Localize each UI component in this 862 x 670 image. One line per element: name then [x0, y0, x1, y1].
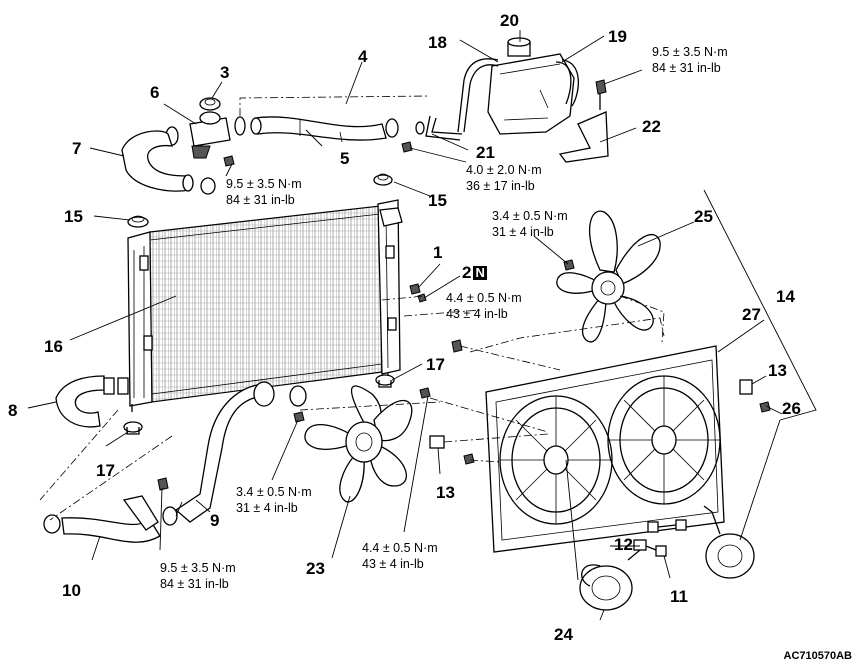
new-part-badge: N — [473, 265, 487, 280]
part-number-23: 23 — [306, 559, 325, 578]
figure-code: AC710570AB — [783, 650, 852, 662]
reserve-tank — [487, 37, 575, 135]
torque-spec: 9.5 ± 3.5 N·m 84 ± 31 in-lb — [160, 561, 236, 591]
torque-spec: 3.4 ± 0.5 N·m 31 ± 4 in-lb — [236, 485, 312, 515]
torque-spec: 4.4 ± 0.5 N·m 43 ± 4 in-lb — [446, 291, 522, 321]
radiator — [127, 199, 403, 412]
part-number-15-left: 15 — [64, 207, 83, 226]
part-number-24: 24 — [554, 625, 573, 644]
part-number-20: 20 — [500, 11, 519, 30]
bolt — [401, 141, 413, 153]
hose-clamp — [200, 177, 216, 195]
connector — [627, 519, 687, 561]
radiator-fan — [556, 210, 661, 343]
torque-spec: 9.5 ± 3.5 N·m 84 ± 31 in-lb — [652, 45, 728, 75]
torque-spec: 4.0 ± 2.0 N·m 36 ± 17 in-lb — [466, 163, 542, 193]
hose-clamp — [162, 385, 307, 526]
part-number-13-left: 13 — [436, 483, 455, 502]
radiator-lower-hose-long — [174, 381, 275, 523]
part-number-19: 19 — [608, 27, 627, 46]
part-number-12: 12 — [614, 535, 633, 554]
lower-cushion-left — [123, 421, 143, 435]
hose-clamp — [234, 116, 399, 138]
radiator-fan-motor — [703, 505, 755, 579]
part-number-6: 6 — [150, 83, 160, 102]
part-number-26: 26 — [782, 399, 801, 418]
part-number-27: 27 — [742, 305, 761, 324]
radiator-lower-hose — [55, 375, 129, 428]
part-number-10: 10 — [62, 581, 81, 600]
part-number-17-right: 17 — [426, 355, 445, 374]
part-number-13-right: 13 — [768, 361, 787, 380]
water-hose — [121, 130, 194, 192]
bolt — [157, 477, 169, 491]
reserve-tank-hose — [555, 59, 580, 107]
part-number-22: 22 — [642, 117, 661, 136]
part-number-7: 7 — [72, 139, 82, 158]
part-number-2-label: 2 — [462, 263, 472, 282]
torque-spec: 9.5 ± 3.5 N·m 84 ± 31 in-lb — [226, 177, 302, 207]
part-number-25: 25 — [694, 207, 713, 226]
water-outlet-fitting — [165, 111, 231, 159]
assembly-lines — [39, 95, 665, 521]
part-number-3: 3 — [220, 63, 230, 82]
reserve-tank-bracket — [558, 79, 609, 163]
part-number-18: 18 — [428, 33, 447, 52]
reserve-tank-pipe — [415, 115, 463, 141]
lower-cushion-right — [375, 374, 395, 388]
part-number-15-right: 15 — [428, 191, 447, 210]
assembly-14-bracket — [703, 189, 817, 421]
condenser-fan-motor — [579, 564, 633, 611]
torque-spec: 4.4 ± 0.5 N·m 43 ± 4 in-lb — [362, 541, 438, 571]
leader-lines — [27, 30, 783, 621]
radiator-cap — [199, 97, 221, 111]
part-number-11: 11 — [670, 587, 688, 606]
part-number-5: 5 — [340, 149, 350, 168]
part-number-4: 4 — [358, 47, 368, 66]
part-number-8: 8 — [8, 401, 18, 420]
torque-spec: 3.4 ± 0.5 N·m 31 ± 4 in-lb — [492, 209, 568, 239]
part-number-21: 21 — [476, 143, 495, 162]
shroud-bracket — [429, 379, 753, 449]
radiator-upper-hose — [250, 116, 387, 143]
part-number-17-left: 17 — [96, 461, 115, 480]
part-number-16: 16 — [44, 337, 63, 356]
condenser-fan — [304, 385, 413, 503]
part-number-14: 14 — [776, 287, 795, 306]
fan-shroud — [485, 345, 725, 553]
water-pipe — [43, 495, 161, 543]
upper-cushion-right — [373, 173, 393, 186]
bolt — [223, 155, 235, 167]
part-number-9: 9 — [210, 511, 220, 530]
part-number-1: 1 — [433, 243, 443, 262]
upper-cushion-left — [127, 215, 149, 228]
